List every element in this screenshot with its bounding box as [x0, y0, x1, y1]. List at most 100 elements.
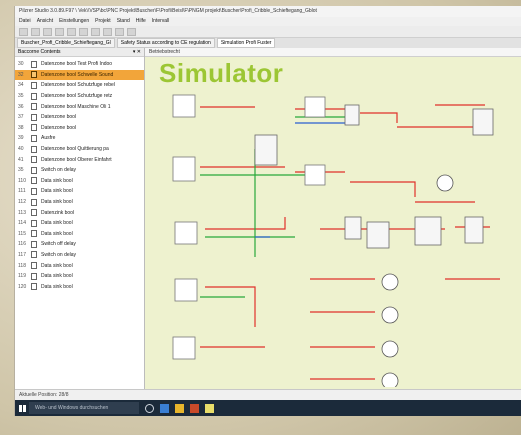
menu-item-ansicht[interactable]: Ansicht — [36, 18, 54, 24]
toolbar-undo-icon[interactable] — [91, 27, 100, 36]
list-item-number: 118 — [18, 262, 26, 269]
toolbar-copy-icon[interactable] — [67, 27, 76, 36]
list-item[interactable]: 115 Data sink bool — [15, 229, 144, 240]
pilz-studio-icon[interactable] — [205, 403, 214, 413]
list-item[interactable]: 34 Datenzone bool Schutzfuge rebel — [15, 80, 144, 91]
pin-icon[interactable]: ▾ ✕ — [132, 49, 141, 55]
list-item-label: Datenzone bool Oberer Einfahrt — [41, 156, 112, 163]
list-item-label: Datenzone bool — [41, 114, 77, 121]
block-type-icon — [31, 187, 37, 195]
list-item[interactable]: 118 Data sink bool — [15, 260, 144, 271]
menu-item-stand[interactable]: Stand — [116, 18, 130, 24]
canvas-tab[interactable]: Betriebstrecht — [145, 48, 521, 57]
toolbar-new-icon[interactable] — [19, 27, 28, 36]
doc-tab-simulation[interactable]: Simulation Profi Fuster — [216, 38, 276, 48]
toolbar — [15, 26, 521, 38]
list-item-label: Datenzone bool Maschine Oli 1 — [41, 103, 111, 110]
circuit-diagram — [172, 94, 500, 387]
block-type-icon — [31, 124, 37, 132]
list-item-number: 117 — [18, 251, 26, 258]
timer-block — [344, 104, 360, 126]
wires — [200, 104, 500, 380]
edge-browser-icon[interactable] — [160, 403, 169, 413]
list-item-label: Data sink bool — [41, 283, 73, 290]
list-item-label: Datenzone bool Schutzfuge retz — [41, 93, 113, 100]
list-item-number: 115 — [18, 230, 26, 237]
block-type-icon — [31, 166, 37, 174]
menu-item-projekt[interactable]: Projekt — [95, 18, 111, 24]
input-switch-block — [304, 96, 326, 118]
list-item-number: 111 — [18, 188, 26, 195]
lamp-icon — [381, 340, 399, 358]
list-item-number: 32 — [18, 71, 24, 78]
block-type-icon — [31, 81, 37, 89]
list-item-label: Datenzone bool Schutzfuge rebel — [41, 82, 115, 89]
list-item-label: Ausfre — [41, 135, 56, 142]
list-item[interactable]: 37 Datenzone bool — [15, 112, 144, 123]
list-item-number: 120 — [18, 283, 27, 290]
wire-red — [205, 217, 286, 230]
list-item-label: Data sink bool — [41, 230, 73, 237]
windows-start-icon[interactable] — [15, 400, 29, 416]
toolbar-open-icon[interactable] — [31, 27, 40, 36]
list-item-number: 34 — [18, 82, 24, 89]
toolbar-cut-icon[interactable] — [55, 27, 64, 36]
list-item[interactable]: 120 Data sink bool — [15, 281, 144, 292]
list-item-number: 37 — [18, 114, 24, 121]
toolbar-play-icon[interactable] — [127, 27, 136, 36]
menu-bar: Datei Ansicht Einstellungen Projekt Stan… — [15, 17, 521, 26]
list-item-number: 35 — [18, 167, 24, 174]
sidebar-header: Baccorne Contents ▾ ✕ — [15, 48, 144, 57]
app-icon[interactable] — [190, 403, 199, 413]
block-type-icon — [31, 198, 37, 206]
menu-item-hilfe[interactable]: Hilfe — [135, 18, 146, 24]
list-item-label: Datenzone bool Test Profi Indoo — [41, 61, 113, 68]
task-view-icon[interactable] — [145, 403, 154, 413]
wire-red — [205, 286, 256, 327]
toolbar-redo-icon[interactable] — [103, 27, 112, 36]
input-switch-block — [172, 94, 196, 118]
wire-red — [360, 112, 398, 123]
file-explorer-icon[interactable] — [175, 403, 184, 413]
list-item-label: Switch off delay — [41, 241, 76, 248]
toolbar-paste-icon[interactable] — [79, 27, 88, 36]
list-item[interactable]: 41 Datenzone bool Oberer Einfahrt — [15, 154, 144, 165]
block-type-icon — [31, 209, 37, 217]
list-item-number: 41 — [18, 156, 24, 163]
list-item-label: Data sink bool — [41, 262, 73, 269]
taskbar-search-input[interactable]: Web- und Windows durchsuchen — [29, 402, 139, 414]
block-type-icon — [31, 134, 37, 142]
toolbar-save-icon[interactable] — [43, 27, 52, 36]
simulation-canvas[interactable]: Simulator — [145, 57, 521, 389]
menu-item-intervall[interactable]: Intervall — [151, 18, 170, 24]
status-bar: Aktuelle Position: 28/8 — [15, 389, 521, 400]
menu-item-einstellungen[interactable]: Einstellungen — [59, 18, 90, 24]
menu-item-datei[interactable]: Datei — [19, 18, 31, 24]
block-type-icon — [31, 103, 37, 111]
list-item-number: 113 — [18, 209, 26, 216]
canvas-panel: Betriebstrecht — [145, 48, 521, 389]
simulator-title: Simulator — [159, 58, 284, 88]
doc-tab-project[interactable]: Buscher_Profi_Cribble_Schieftegang_Gl — [17, 38, 115, 48]
doc-tab-safety-status[interactable]: Safety Status according to CE regulation — [116, 38, 215, 48]
toolbar-zoom-icon[interactable] — [115, 27, 124, 36]
lamp-indicators — [381, 174, 454, 387]
input-blocks — [172, 94, 326, 360]
